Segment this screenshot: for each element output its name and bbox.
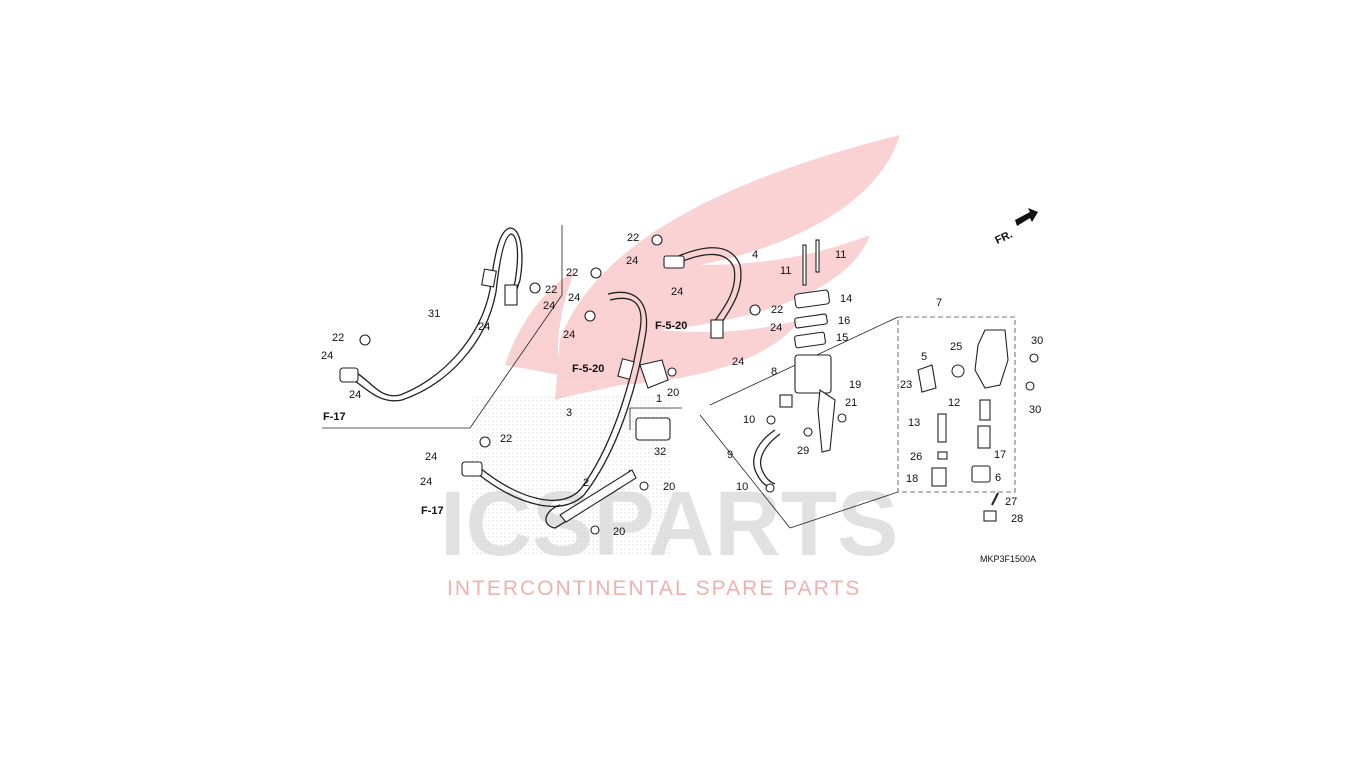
part-label: 27 (1005, 496, 1017, 508)
part-label: 24 (563, 329, 575, 341)
part-label: 2 (583, 477, 589, 489)
part-label: 30 (1029, 404, 1041, 416)
front-direction-arrow: FR. (993, 208, 1038, 247)
wing-logo-shape (505, 270, 575, 375)
stay-1 (639, 359, 669, 389)
part-label: 25 (950, 341, 962, 353)
wing-logo-shape (555, 135, 900, 400)
brake-pipe-2 (545, 469, 637, 529)
joint-18 (931, 467, 947, 487)
part-label: 20 (663, 481, 675, 493)
watermark-brand: ICSPARTS (440, 473, 898, 575)
part-label: 24 (568, 292, 580, 304)
figure-ref: F-17 (421, 505, 444, 517)
brake-hose-4 (663, 247, 742, 339)
watermark-wing-logo (505, 135, 900, 400)
diagram-code: MKP3F1500A (980, 554, 1036, 564)
part-label: 18 (906, 473, 918, 485)
part-label: 16 (838, 315, 850, 327)
part-label: 20 (613, 526, 625, 538)
part-label: 17 (994, 449, 1006, 461)
part-label: 28 (1011, 513, 1023, 525)
part-label: 22 (332, 332, 344, 344)
clip-28 (983, 510, 997, 522)
part-label: 11 (835, 249, 846, 261)
brake-hose-3 (461, 291, 648, 507)
push-rod-5 (917, 364, 937, 393)
part-label: 24 (420, 476, 432, 488)
master-cylinder-body (974, 329, 1009, 389)
part-label: 9 (727, 449, 733, 461)
part-label: 19 (849, 379, 861, 391)
nut-26 (937, 451, 948, 460)
part-label: 29 (797, 445, 809, 457)
part-label: 22 (545, 284, 557, 296)
part-label: 7 (936, 297, 942, 309)
figure-ref: F-5-20 (572, 363, 604, 375)
assembly-box-7 (897, 316, 1016, 493)
figure-ref: F-17 (323, 411, 346, 423)
part-label: 11 (780, 265, 791, 277)
part-label: 26 (910, 451, 922, 463)
clamp-32 (635, 417, 671, 441)
part-label: 15 (836, 332, 848, 344)
diaphragm-plate-16 (794, 313, 828, 329)
part-label: 24 (671, 286, 683, 298)
reservoir-cap-14 (794, 289, 830, 309)
figure-references: F-17 F-17 F-5-20 F-5-20 (323, 320, 687, 517)
watermark-tagline: INTERCONTINENTAL SPARE PARTS (447, 577, 861, 600)
part-label: 21 (845, 397, 857, 409)
part-label: 3 (566, 407, 572, 419)
part-label: 24 (478, 321, 490, 333)
figure-ref: F-5-20 (655, 320, 687, 332)
direction-label: FR. (993, 229, 1014, 247)
part-label: 12 (948, 397, 960, 409)
brake-hose-31 (339, 227, 523, 402)
part-label: 31 (428, 308, 440, 320)
piston-17 (977, 425, 991, 449)
bracket-19 (817, 389, 836, 453)
hose-9 (753, 429, 781, 489)
part-label: 10 (743, 414, 755, 426)
spring-12 (979, 399, 991, 421)
oring-25 (951, 364, 965, 378)
part-label: 10 (736, 481, 748, 493)
part-label: 14 (840, 293, 852, 305)
part-label: 22 (771, 304, 783, 316)
part-label: 24 (626, 255, 638, 267)
part-label: 8 (771, 366, 777, 378)
part-label: 32 (654, 446, 666, 458)
part-label: 24 (543, 300, 555, 312)
part-labels: 1 2 3 4 5 6 7 8 9 10 10 11 11 12 13 14 1… (321, 232, 1043, 538)
boot-6 (971, 465, 991, 483)
part-label: 13 (908, 417, 920, 429)
part-label: 22 (566, 267, 578, 279)
part-label: 24 (321, 350, 333, 362)
part-label: 1 (656, 393, 662, 405)
part-label: 22 (500, 433, 512, 445)
part-label: 6 (995, 472, 1001, 484)
reservoir-8 (779, 354, 832, 408)
small-bolts (359, 234, 1039, 535)
part-label: 30 (1031, 335, 1043, 347)
pin-27 (991, 492, 999, 506)
part-label: 24 (732, 356, 744, 368)
part-label: 4 (752, 249, 758, 261)
part-label: 24 (770, 322, 782, 334)
diaphragm-15 (794, 331, 826, 349)
part-label: 5 (921, 351, 927, 363)
rod-13 (937, 413, 947, 443)
part-label: 22 (627, 232, 639, 244)
part-label: 20 (667, 387, 679, 399)
part-label: 23 (900, 379, 912, 391)
part-label: 24 (425, 451, 437, 463)
part-label: 24 (349, 389, 361, 401)
